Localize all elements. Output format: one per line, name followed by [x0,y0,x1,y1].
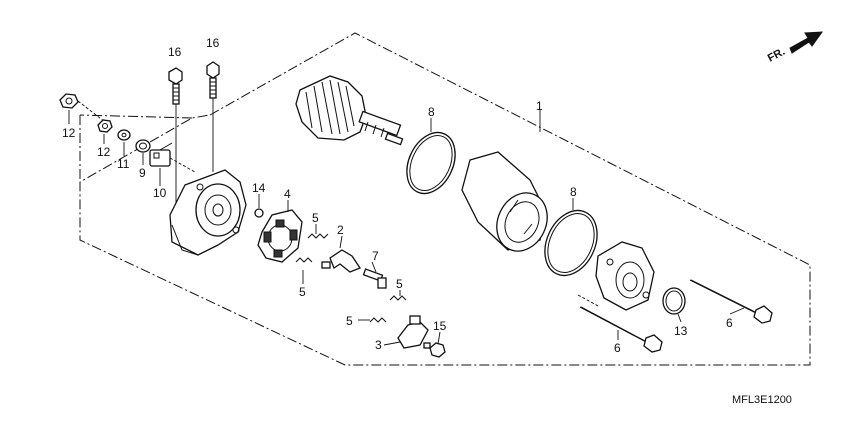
callout-13: 13 [674,324,688,338]
callout-16-right: 16 [206,36,220,50]
front-direction-label: FR. [766,46,787,65]
armature [295,75,404,146]
callout-8-right: 8 [570,185,577,199]
callout-14: 14 [252,181,266,195]
callout-4: 4 [284,187,291,201]
callout-16-left: 16 [168,45,182,59]
assembly-boundary [79,32,811,366]
callout-7: 7 [372,249,379,263]
bolt-16-left [168,67,183,105]
callout-5-mid: 5 [396,277,403,291]
o-ring-8-right [544,209,598,277]
spring-5-low [369,317,387,323]
nut-12-second [97,119,113,133]
callout-6-upper: 6 [726,316,733,330]
yoke [461,151,548,252]
callout-12-second: 12 [97,145,111,159]
callout-15: 15 [433,319,447,333]
terminal-bolt-7 [362,268,387,289]
callout-12-left: 12 [62,126,76,140]
terminal-10 [149,142,173,167]
spring-5-left [295,257,313,263]
nut-15 [423,342,446,358]
callout-5-low: 5 [346,314,353,328]
bushing-9 [135,139,151,153]
o-ring-13 [662,287,686,315]
callout-9: 9 [139,166,146,180]
terminal-plate-3 [397,315,429,349]
callout-3: 3 [375,338,382,352]
bolt-16-right [206,61,220,99]
rear-cover [169,169,247,256]
diagram-code: MFL3E1200 [732,394,792,406]
washer-14 [254,208,264,218]
callout-5-left: 5 [299,285,306,299]
washer-11 [117,129,131,141]
callout-8-left: 8 [428,105,435,119]
callout-2: 2 [337,223,344,237]
callout-6-lower: 6 [614,341,621,355]
callout-10: 10 [153,186,167,200]
spring-5-mid [389,295,407,301]
o-ring-8-left [406,131,456,195]
long-bolt-6-lower [579,306,663,353]
nut-12 [59,93,79,109]
brush-holder-4 [257,209,303,263]
front-cover [595,241,655,311]
front-direction-arrow: FR. [766,31,824,65]
brush-plate-2 [321,249,361,273]
callout-5-top: 5 [312,211,319,225]
callout-11: 11 [117,157,130,171]
long-bolt-6-upper [689,279,773,324]
callout-1: 1 [536,99,543,113]
spring-5-top [307,233,329,239]
